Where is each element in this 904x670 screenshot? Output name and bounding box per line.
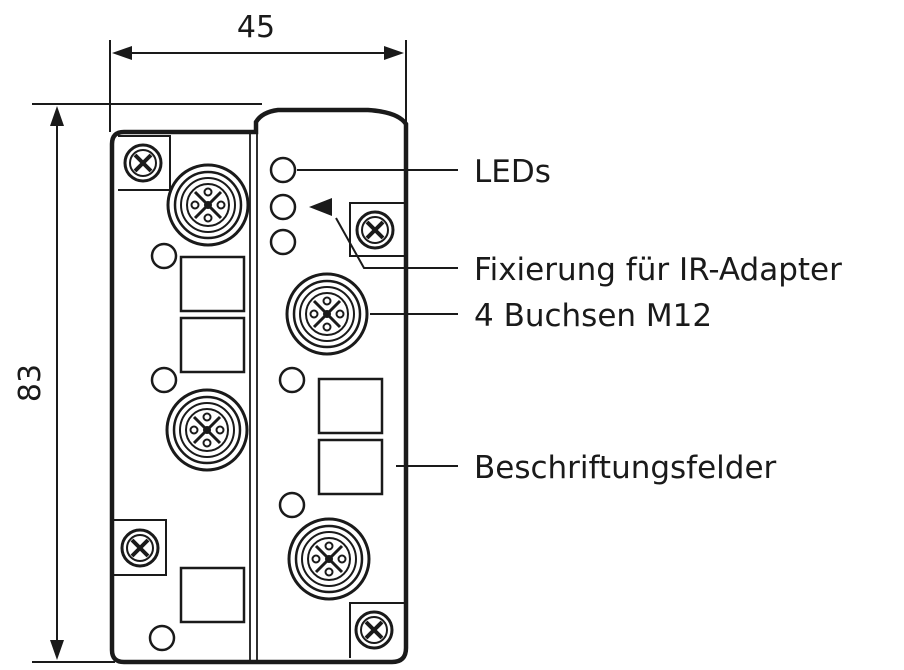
- label-field: [317, 377, 384, 435]
- callout-ir-fixing: Fixierung für IR-Adapter: [474, 252, 842, 288]
- label-field: [179, 316, 246, 374]
- led-icon: [269, 156, 297, 184]
- label-field: [179, 255, 246, 313]
- label-field: [317, 438, 384, 496]
- screw-icon: [355, 210, 395, 250]
- ir-fixing-marker-icon: [309, 198, 332, 216]
- indicator-holes: [148, 242, 306, 652]
- m12-socket-icon: [287, 517, 371, 601]
- height-dimension: [32, 103, 262, 663]
- width-dimension-label: 45: [237, 10, 275, 45]
- callout-label-fields: Beschriftungsfelder: [474, 450, 777, 486]
- screw-icon: [120, 528, 160, 568]
- leader-lines: [297, 169, 458, 467]
- led-icon: [269, 193, 297, 221]
- label-field: [179, 566, 246, 624]
- label-field-group: [179, 255, 384, 624]
- screw-icon: [354, 610, 394, 650]
- led-icon: [269, 228, 297, 256]
- width-dimension: [109, 40, 407, 132]
- height-dimension-label: 83: [13, 364, 48, 402]
- screw-pockets: [112, 135, 406, 658]
- callout-leds: LEDs: [474, 154, 551, 190]
- center-seam: [249, 122, 258, 662]
- screw-icon: [123, 143, 163, 183]
- m12-socket-icon: [285, 272, 369, 356]
- m12-socket-icon: [165, 388, 249, 472]
- led-group: [269, 156, 297, 256]
- callout-sockets: 4 Buchsen M12: [474, 298, 712, 334]
- m12-socket-icon: [166, 163, 250, 247]
